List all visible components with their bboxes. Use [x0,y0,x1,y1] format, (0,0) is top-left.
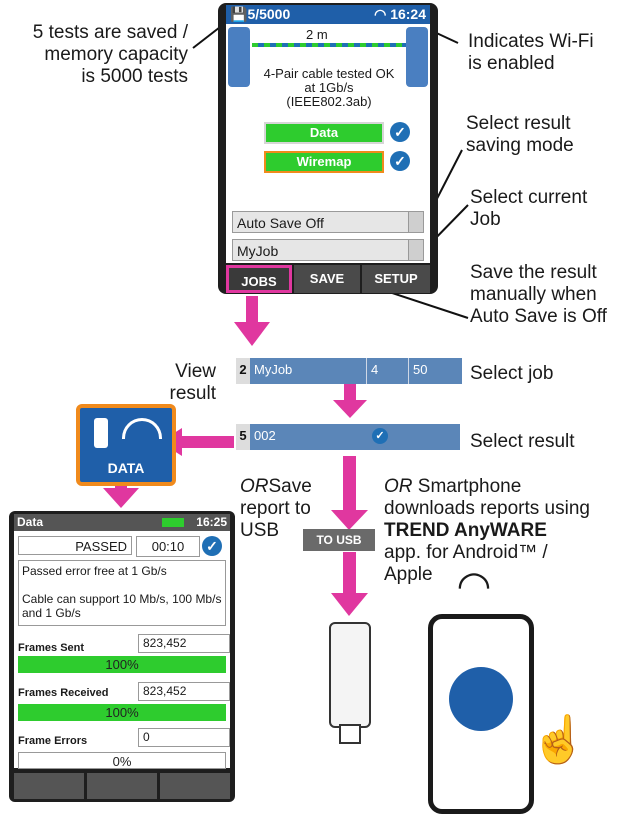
frame-errors-label: Frame Errors [18,735,88,747]
clock: 16:25 [196,515,227,529]
status-badge: PASSED [18,536,132,555]
job-list-row[interactable]: 2 MyJob 4 50 [236,358,462,384]
callout-select-result: Select result [470,431,575,452]
distance: 2 m [306,27,328,42]
callout-wifi: Indicates Wi-Fi is enabled [468,31,594,74]
or-label: OR [384,476,413,497]
row-index: 5 [236,424,250,450]
gauge-icon [122,418,162,439]
frames-received-value: 823,452 [138,682,230,701]
data-screen: Data 16:25 PASSED 00:10 ✓ Passed error f… [14,514,230,769]
tester-icon [94,418,108,448]
data-icon-label: DATA [107,460,145,476]
test-count: 💾5/5000 [230,6,291,22]
dropdown-icon [408,212,423,232]
smartphone-text-1: Smartphone [412,476,522,497]
app-brand-name: TREND AnyWARE [384,520,547,541]
wifi-icon: ◠ [456,564,492,608]
row-index: 2 [236,358,250,384]
frames-sent-bar: 100% [18,656,226,673]
check-icon: ✓ [390,122,410,142]
callout-select-job: Select job [470,363,554,384]
data-status-bar: Data 16:25 [14,514,230,531]
job-col2: 4 [366,358,378,384]
callout-save-manual: Save the result manually when Auto Save … [470,262,607,327]
softkey-1[interactable] [14,773,84,799]
clock: 16:24 [390,6,426,22]
data-button[interactable]: Data [264,122,384,144]
save-usb-text: Save report to USB [240,476,312,541]
message-line: Cable can support 10 Mb/s, 100 Mb/s and … [22,592,222,620]
check-icon: ✓ [202,536,222,556]
result-list-row[interactable]: 5 002 ✓ [236,424,460,450]
setup-softkey[interactable]: SETUP [362,265,430,293]
wiremap-button[interactable]: Wiremap [264,151,384,173]
remote-unit-icon [406,27,428,87]
softkey-3[interactable] [160,773,230,799]
anyware-app-icon [449,667,513,731]
status-bar: 💾5/5000 ◠ 16:24 [226,5,430,24]
check-icon: ✓ [372,428,388,444]
softkey-2[interactable] [87,773,157,799]
local-unit-icon [228,27,250,87]
smartphone-icon [428,614,534,814]
job-col3: 50 [408,358,427,384]
jobs-softkey[interactable]: JOBS [226,265,292,293]
message-line: Passed error free at 1 Gb/s [22,564,167,578]
callout-saved-tests: 5 tests are saved / memory capacity is 5… [32,22,188,87]
frames-sent-value: 823,452 [138,634,230,653]
frames-sent-label: Frames Sent [18,642,85,654]
wifi-icon: ◠ [374,6,387,22]
callout-save-usb: ORSave report to USB [240,476,340,542]
battery-icon [162,518,184,527]
wifi-time: ◠ 16:24 [374,6,426,23]
result-message: Passed error free at 1 Gb/s Cable can su… [18,560,226,626]
or-label: OR [240,476,269,497]
save-softkey[interactable]: SAVE [294,265,360,293]
screen-title: Data [17,515,44,529]
frame-errors-bar: 0% [18,752,226,769]
frame-errors-value: 0 [138,728,230,747]
test-result-text: 4-Pair cable tested OK at 1Gb/s (IEEE802… [263,66,395,109]
smartphone-text-2: downloads reports using [384,498,590,519]
result-name: 002 [254,428,276,443]
frames-received-bar: 100% [18,704,226,721]
usb-stick-icon [329,622,371,744]
usb-connector [339,724,361,744]
callout-current-job: Select current Job [470,187,588,230]
dropdown-icon [408,240,423,260]
tester-screen: 💾5/5000 ◠ 16:24 2 m 4-Pair cable tested … [226,5,430,263]
autosave-select[interactable]: Auto Save Off [232,211,424,233]
callout-view-result: View result [169,361,216,404]
job-select[interactable]: MyJob [232,239,424,261]
frames-received-label: Frames Received [18,687,109,699]
cable-tester-device: 💾5/5000 ◠ 16:24 2 m 4-Pair cable tested … [218,3,438,294]
check-icon: ✓ [390,151,410,171]
data-result-device: Data 16:25 PASSED 00:10 ✓ Passed error f… [9,511,235,802]
to-usb-button[interactable]: TO USB [303,529,375,551]
job-name: MyJob [254,362,293,377]
smartphone-text-3: app. for Android™ / Apple [384,542,548,585]
cable-icon [252,43,406,47]
callout-saving-mode: Select result saving mode [466,113,574,156]
data-app-icon[interactable]: DATA [76,404,176,486]
test-duration: 00:10 [136,536,200,557]
pointing-hand-icon: ☝ [530,713,588,765]
